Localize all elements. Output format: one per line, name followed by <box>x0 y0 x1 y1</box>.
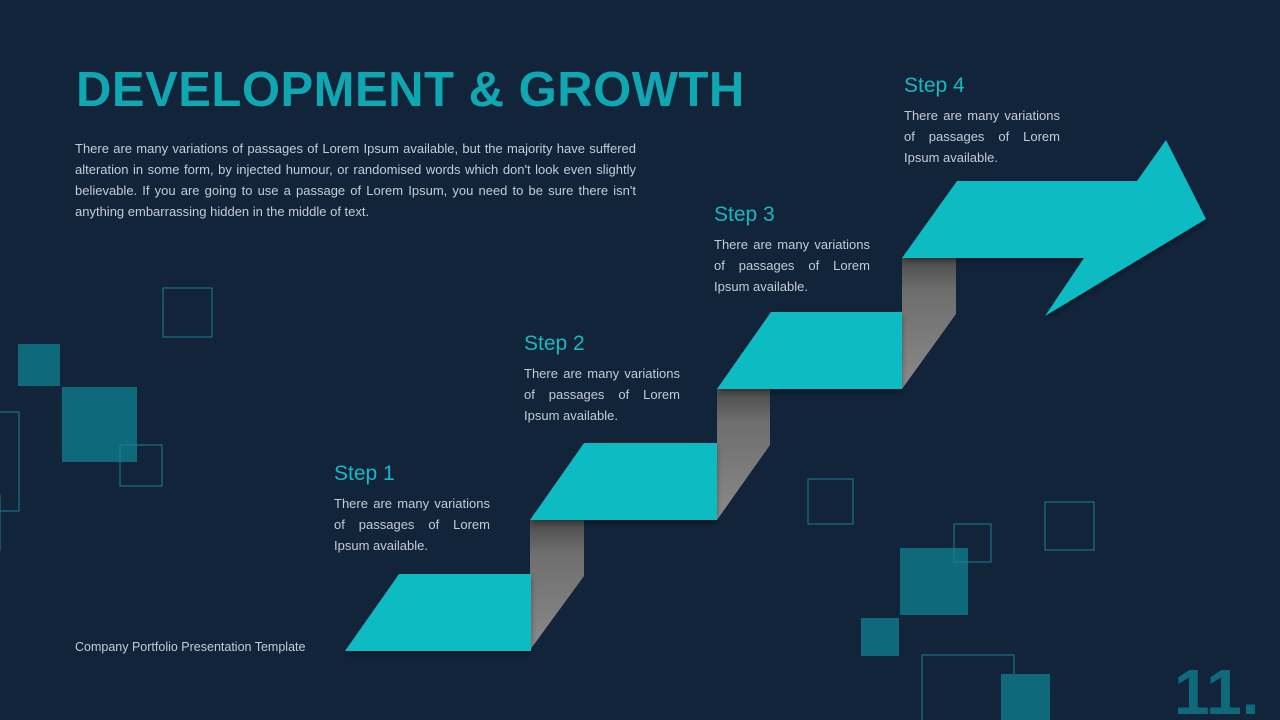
filled-square <box>62 387 137 462</box>
outline-square <box>921 654 1015 720</box>
outline-square <box>162 287 213 338</box>
filled-square <box>861 618 899 656</box>
filled-square <box>1001 674 1050 720</box>
page-number: 11. <box>1174 656 1260 720</box>
riser-2 <box>717 389 770 520</box>
filled-square <box>18 344 60 386</box>
outline-square <box>953 523 992 563</box>
step-1-block: Step 1 There are many variations of pass… <box>334 460 490 556</box>
step-2-description: There are many variations of passages of… <box>524 366 680 423</box>
outline-square <box>1044 501 1095 551</box>
left-square-cluster <box>0 287 213 551</box>
outline-square <box>807 478 854 525</box>
outline-square <box>119 444 163 487</box>
step-3-tread <box>717 312 902 389</box>
step-2-heading: Step 2 <box>524 332 585 355</box>
step-4-description: There are many variations of passages of… <box>904 108 1060 165</box>
step-1-heading: Step 1 <box>334 462 395 485</box>
step-3-block: Step 3 There are many variations of pass… <box>714 201 870 297</box>
riser-3 <box>902 258 956 389</box>
page-title: DEVELOPMENT & GROWTH <box>76 63 745 117</box>
outline-square <box>0 411 20 512</box>
step-4-block: Step 4 There are many variations of pass… <box>904 72 1060 168</box>
filled-square <box>900 548 968 615</box>
step-2-block: Step 2 There are many variations of pass… <box>524 330 680 426</box>
step-3-description: There are many variations of passages of… <box>714 237 870 294</box>
right-square-cluster <box>807 478 1095 720</box>
step-2-tread <box>530 443 717 520</box>
growth-arrow-head <box>902 140 1206 316</box>
step-1-tread <box>345 574 531 651</box>
step-1-description: There are many variations of passages of… <box>334 496 490 553</box>
step-3-heading: Step 3 <box>714 203 775 226</box>
growth-staircase-arrow <box>345 140 1206 651</box>
footer-template-name: Company Portfolio Presentation Template <box>75 640 306 654</box>
riser-1 <box>530 520 584 650</box>
step-4-heading: Step 4 <box>904 74 965 97</box>
intro-paragraph: There are many variations of passages of… <box>75 141 636 219</box>
